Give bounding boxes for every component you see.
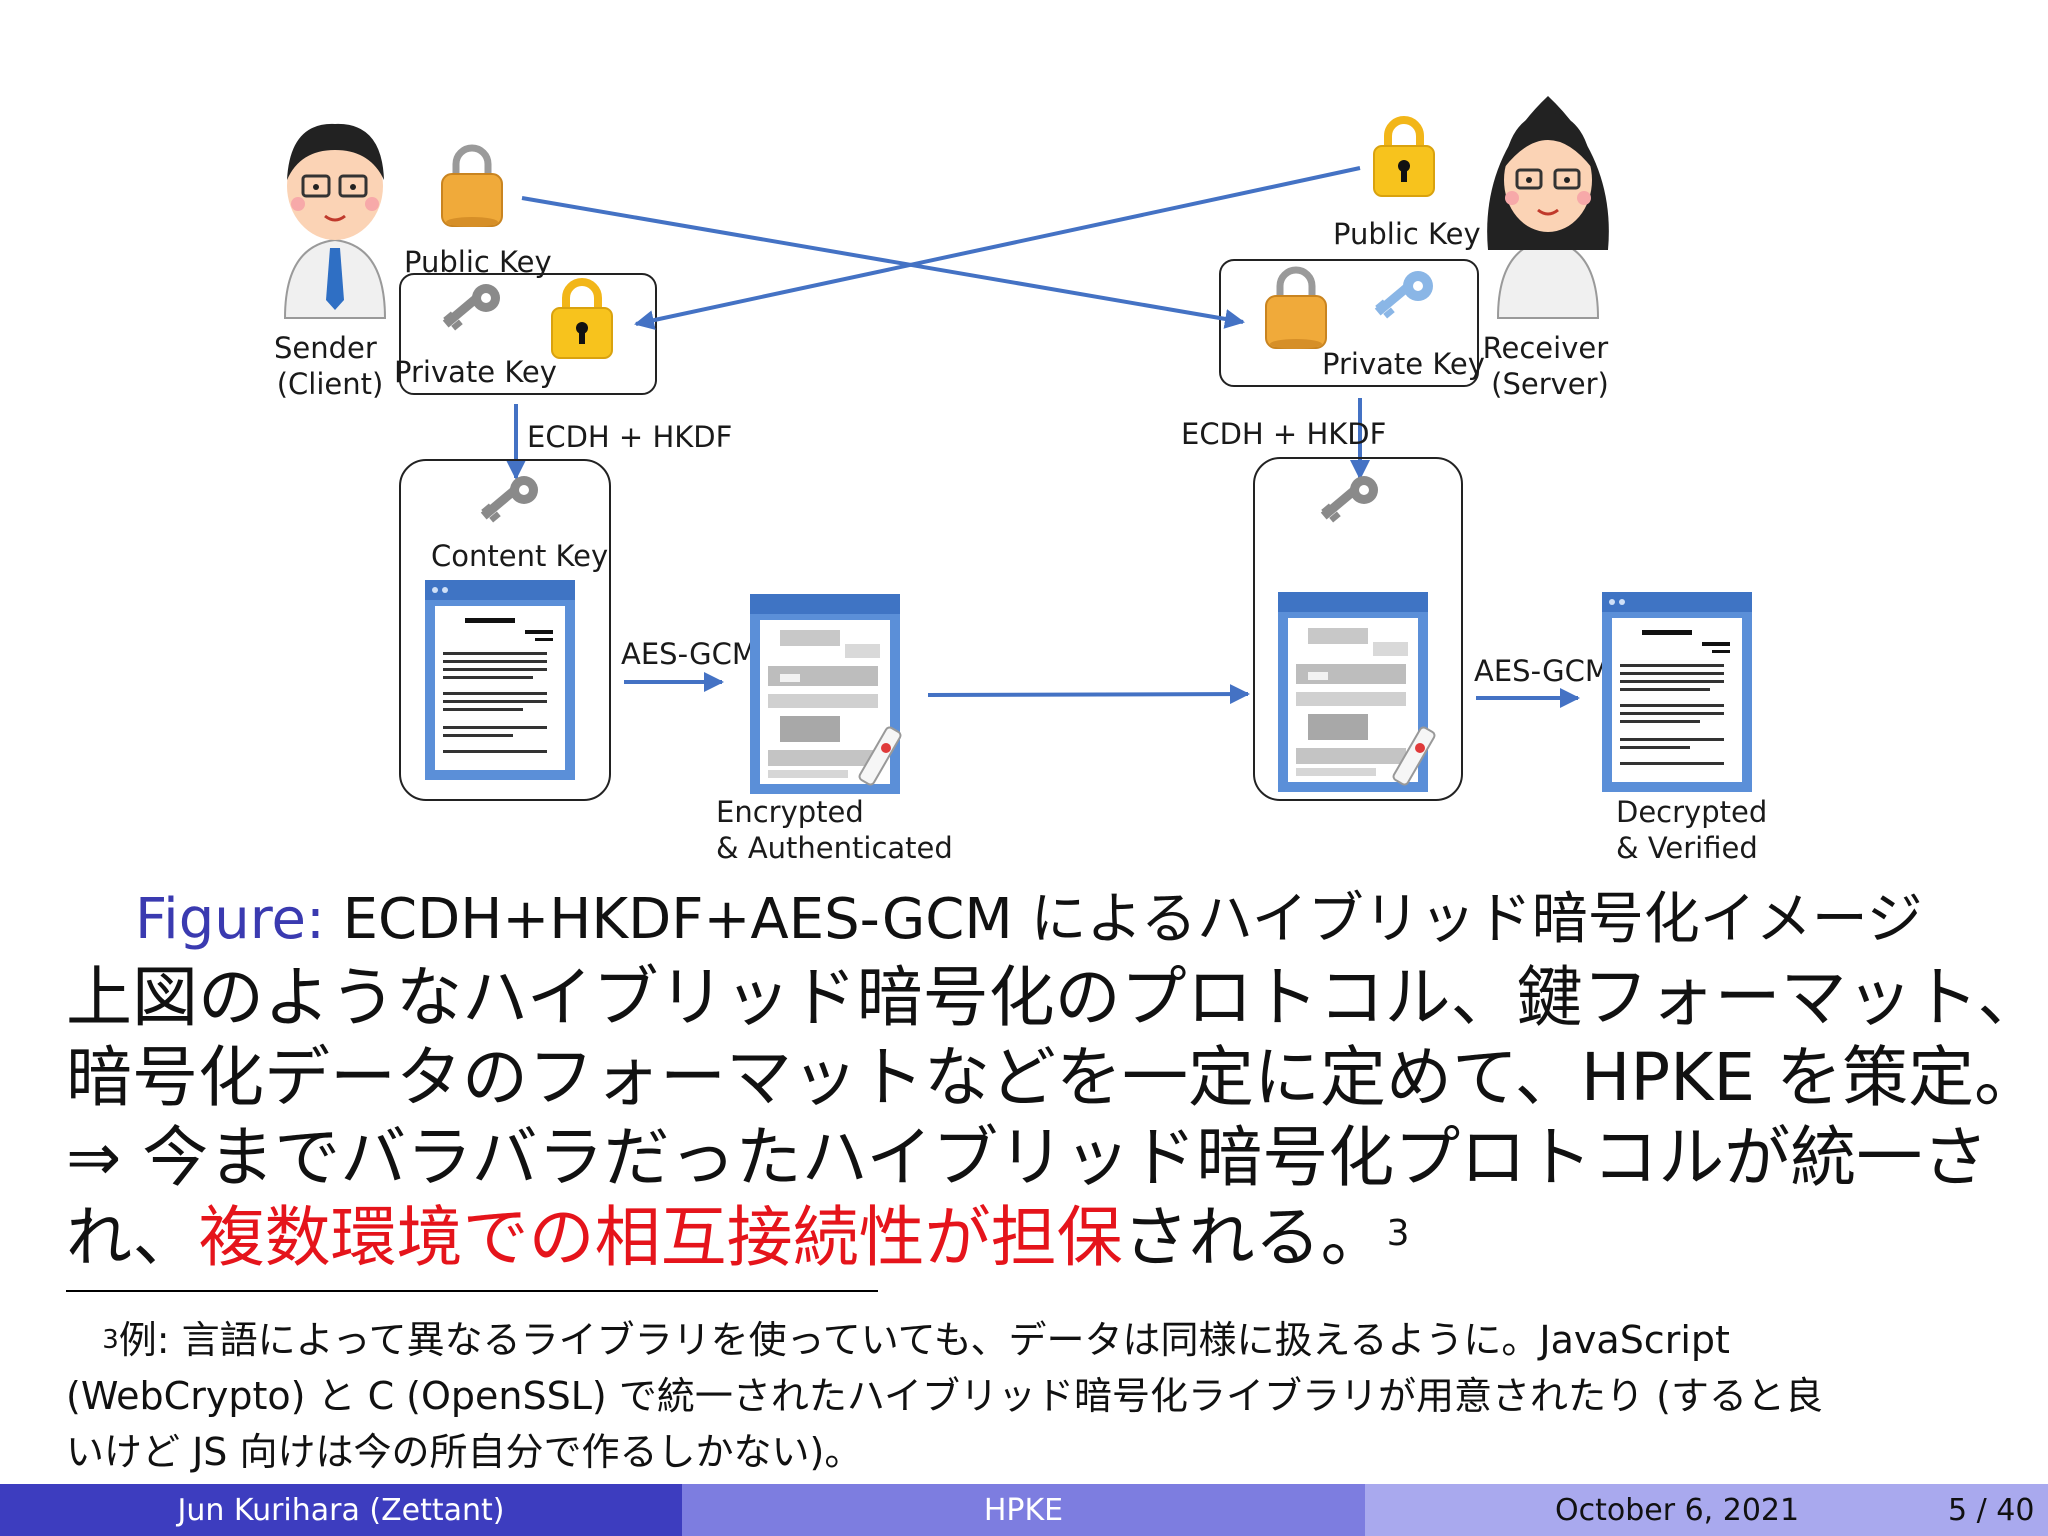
receiver-label: Receiver (Server) [1483,331,1618,401]
footnote-line: 3例: 言語によって異なるライブラリを使っていても、データは同様に扱えるように。… [66,1312,2006,1368]
body-line: 上図のようなハイブリッド暗号化のプロトコル、鍵フォーマット、 [66,959,2044,1036]
content-key-label: Content Key [431,539,608,573]
figure-caption: Figure: ECDH+HKDF+AES-GCM によるハイブリッド暗号化イメ… [135,882,1923,958]
body-paragraph: 上図のようなハイブリッド暗号化のプロトコル、鍵フォーマット、 暗号化データのフォ… [66,958,2044,1278]
highlight-text: 複数環境での相互接続性が担保 [198,1199,1123,1276]
receiver-public-key-icon [1374,120,1434,196]
decrypted-label: Decrypted & Verified [1616,795,1776,865]
footnote-mark: 3 [102,1325,119,1355]
sender-private-key-icon [442,284,500,331]
decrypted-document-icon [1602,592,1752,792]
body-line: 暗号化データのフォーマットなどを一定に定めて、HPKE を策定。 [66,1039,2041,1116]
footer-page-number: 5 / 40 [1948,1492,2035,1528]
body-line-start: れ、 [66,1199,199,1276]
hybrid-encryption-diagram: Sender (Client) Receiver (Server) Public… [274,96,1776,865]
cipher-label-right: AES-GCM [1474,654,1610,688]
public-key-exchange-arrow [521,196,1245,329]
receiver-avatar [1487,96,1609,319]
footnote: 3例: 言語によって異なるライブラリを使っていても、データは同様に扱えるように。… [66,1312,2006,1480]
received-public-key-icon [552,282,612,358]
slide-footer: Jun Kurihara (Zettant) HPKE October 6, 2… [0,1484,2048,1536]
footnote-line: (WebCrypto) と C (OpenSSL) で統一されたハイブリッド暗号… [66,1374,1823,1418]
encrypted-label: Encrypted & Authenticated [716,795,953,865]
kdf-label-right: ECDH + HKDF [1181,417,1386,451]
receiver-private-key-icon [1374,271,1433,319]
footer-date: October 6, 2021 [1555,1492,1800,1528]
sender-public-key-icon [442,148,502,227]
receiver-public-key-label: Public Key [1333,217,1481,251]
cipher-label-left: AES-GCM [621,637,757,671]
caption-prefix: Figure: [135,887,325,952]
public-key-exchange-arrow [634,166,1361,330]
derived-key-icon [1320,476,1378,523]
footer-info: October 6, 2021 5 / 40 [1365,1484,2048,1536]
footnote-divider [66,1290,878,1292]
content-key-icon [480,476,538,523]
sender-private-key-label: Private Key [394,355,557,389]
body-line-end: される。 [1122,1199,1387,1276]
sender-label: Sender (Client) [274,331,386,401]
received-sender-key-icon [1266,270,1326,349]
body-line: れ、複数環境での相互接続性が担保される。3 [66,1198,2006,1278]
caption-text: ECDH+HKDF+AES-GCM によるハイブリッド暗号化イメージ [342,887,1923,952]
sender-key-box [399,273,657,395]
sender-avatar [283,123,387,319]
receiver-private-key-label: Private Key [1322,347,1485,381]
transfer-arrow [927,684,1250,705]
receiver-content-box [1253,457,1463,801]
receiver-key-box [1219,259,1479,387]
plaintext-document-icon [425,580,575,780]
footnote-text: 例: 言語によって異なるライブラリを使っていても、データは同様に扱えるように。J… [118,1318,1730,1362]
footer-author: Jun Kurihara (Zettant) [0,1484,682,1536]
sender-content-box [399,459,611,801]
footnote-reference[interactable]: 3 [1386,1213,1410,1254]
footnote-line: いけど JS 向けは今の所自分で作るしかない)。 [66,1430,863,1474]
footer-title: HPKE [682,1484,1365,1536]
body-line: ⇒ 今までバラバラだったハイブリッド暗号化プロトコルが統一さ [66,1119,1989,1196]
kdf-label-left: ECDH + HKDF [527,420,732,454]
